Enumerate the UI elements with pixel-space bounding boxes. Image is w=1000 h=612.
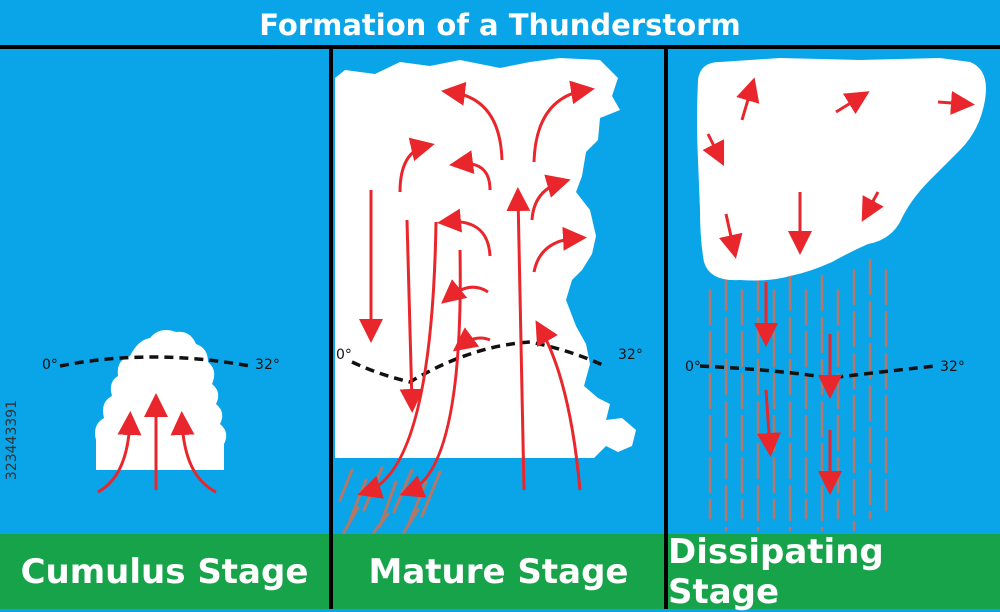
panel-divider-2 (664, 45, 668, 609)
mature-rain (338, 466, 442, 534)
dissipating-arrow (702, 133, 725, 167)
stage-label-dissipating: Dissipating Stage (668, 531, 884, 612)
freezing-line (351, 340, 606, 384)
stage-label-cumulus: Cumulus Stage (20, 551, 309, 592)
circulation-arrow (449, 150, 492, 191)
cumulus-panel (59, 330, 251, 494)
mature-panel (335, 58, 636, 534)
stock-id: 323443391 (4, 399, 20, 481)
freezing-line (59, 355, 251, 368)
diagram-title: Formation of a Thunderstorm (259, 8, 741, 42)
updraft-arrow (170, 411, 217, 494)
temp-label-left: 0° (42, 357, 58, 373)
circulation-arrow (532, 80, 595, 163)
circulation-arrow (530, 174, 571, 221)
top-rule (0, 45, 1000, 49)
dissipating-arrow (736, 77, 760, 121)
dissipating-panel (697, 58, 986, 532)
downdraft-arrow (399, 219, 424, 413)
stage-label-mature: Mature Stage (368, 551, 629, 592)
circulation-arrow (452, 327, 491, 352)
temp-label-left: 0° (336, 347, 352, 363)
circulation-arrow (398, 137, 435, 193)
circulation-arrow (441, 81, 504, 161)
freezing-line (699, 364, 936, 380)
temp-label-right: 32° (940, 359, 965, 375)
dissipating-cloud (697, 58, 986, 281)
updraft-arrow (535, 320, 582, 491)
mature-cloud (335, 58, 636, 458)
downdraft-arrow (756, 389, 781, 457)
panel-divider-1 (329, 45, 333, 609)
temp-label-right: 32° (255, 357, 280, 373)
temp-label-left: 0° (685, 359, 701, 375)
dissipating-arrow (937, 90, 975, 115)
updraft-arrow (97, 411, 142, 494)
cumulus-cloud (95, 330, 227, 470)
dissipating-rain (708, 258, 888, 532)
ground-band (0, 534, 1000, 609)
downdraft-arrow (357, 221, 438, 499)
updraft-arrow (506, 187, 531, 491)
circulation-arrow (532, 226, 587, 273)
temp-label-right: 32° (618, 347, 643, 363)
dissipating-arrow (835, 91, 870, 115)
circulation-arrow (441, 279, 489, 304)
circulation-arrow (437, 208, 492, 257)
dissipating-arrow (719, 213, 743, 259)
dissipating-arrow (861, 191, 884, 222)
